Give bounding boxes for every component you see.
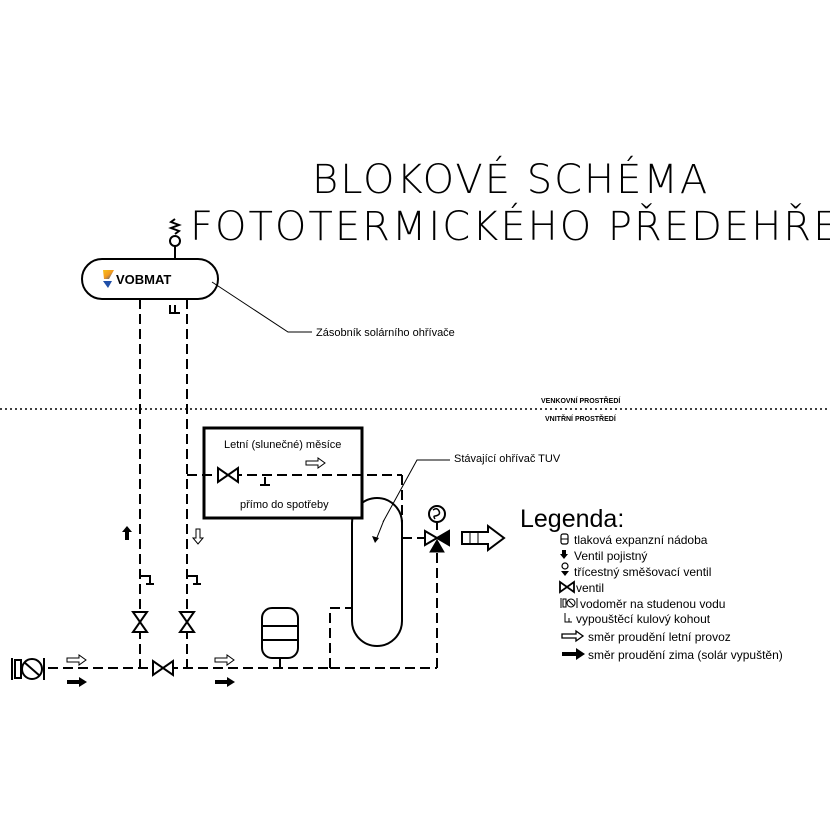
riser-drain-right-icon bbox=[187, 575, 201, 585]
legend-label-valve: ventil bbox=[576, 581, 604, 595]
title-line-2: FOTOTERMICKÉHO PŘEDEHŘEVU bbox=[190, 202, 830, 250]
safety-valve-icon bbox=[560, 550, 568, 559]
up-flow-arrow-icon bbox=[122, 526, 132, 540]
riser-valve-right-icon bbox=[178, 611, 196, 633]
legend-item-summer-flow: směr proudění letní provoz bbox=[561, 629, 731, 644]
solid-arrow-icon bbox=[562, 648, 585, 660]
legend-label-water-meter: vodoměr na studenou vodu bbox=[580, 597, 725, 611]
legend-label-summer-flow: směr proudění letní provoz bbox=[588, 630, 731, 644]
legend-label-drain-cock: vypouštěcí kulový kohout bbox=[576, 612, 711, 626]
drain-cock-icon bbox=[564, 613, 572, 623]
existing-water-heater bbox=[351, 497, 403, 647]
bypass-valve-icon bbox=[152, 659, 174, 677]
riser-drain-left-icon bbox=[140, 575, 154, 585]
legend-label-mixing-valve: třícestný směšovací ventil bbox=[574, 565, 711, 579]
outline-arrow-icon bbox=[561, 629, 585, 643]
vobmat-logo: VOBMAT bbox=[103, 270, 171, 288]
tank-callout-label: Zásobník solárního ohřívače bbox=[316, 327, 455, 339]
hot-water-outlet-arrow bbox=[461, 524, 506, 552]
summer-box-title: Letní (slunečné) měsíce bbox=[224, 439, 341, 451]
summer-arrow-main-2 bbox=[214, 654, 235, 666]
tank-drain-icon bbox=[169, 305, 180, 314]
summer-valve-icon bbox=[217, 466, 239, 484]
legend-item-valve: ventil bbox=[559, 580, 604, 595]
winter-arrow-main-2 bbox=[215, 677, 235, 687]
three-way-mixing-valve bbox=[424, 505, 450, 553]
zone-outdoor-label: VENKOVNÍ PROSTŘEDÍ bbox=[541, 396, 621, 405]
legend-item-expansion-vessel: tlaková expanzní nádoba bbox=[560, 533, 708, 547]
legend-item-mixing-valve: třícestný směšovací ventil bbox=[561, 562, 711, 579]
summer-drain-icon bbox=[260, 477, 270, 486]
winter-arrow-main-1 bbox=[67, 677, 87, 687]
legend-item-drain-cock: vypouštěcí kulový kohout bbox=[564, 612, 711, 626]
expansion-vessel bbox=[261, 607, 299, 668]
zone-indoor-label: VNITŘNÍ PROSTŘEDÍ bbox=[545, 414, 617, 423]
tank-body bbox=[81, 258, 219, 300]
tank-valve-icon bbox=[169, 235, 181, 247]
legend-label-safety-valve: Ventil pojistný bbox=[574, 549, 647, 563]
three-way-mixing-valve-icon bbox=[561, 562, 569, 570]
water-meter-icon bbox=[560, 598, 578, 608]
valve-icon bbox=[559, 580, 575, 594]
heater-callout-line bbox=[382, 459, 450, 523]
legend-item-water-meter: vodoměr na studenou vodu bbox=[560, 597, 725, 611]
tank-callout-line bbox=[211, 281, 312, 333]
legend-item-safety-valve: Ventil pojistný bbox=[560, 549, 647, 563]
legend-label-winter-flow: směr proudění zima (solár vypuštěn) bbox=[588, 648, 783, 662]
heater-callout-label: Stávající ohřívač TUV bbox=[454, 453, 561, 465]
legend-label-expansion-vessel: tlaková expanzní nádoba bbox=[574, 533, 708, 547]
solar-storage-tank: VOBMAT bbox=[81, 218, 219, 314]
down-flow-arrow-icon bbox=[191, 528, 205, 545]
safety-spring-icon bbox=[168, 218, 182, 235]
summer-box-arrow-icon bbox=[305, 457, 326, 469]
legend-item-winter-flow: směr proudění zima (solár vypuštěn) bbox=[562, 648, 783, 662]
riser-valve-left-icon bbox=[131, 611, 149, 633]
water-meter-icon bbox=[11, 658, 45, 680]
title-line-1: BLOKOVÉ SCHÉMA bbox=[312, 155, 709, 203]
summer-arrow-main-1 bbox=[66, 654, 87, 666]
logo-text: VOBMAT bbox=[116, 272, 171, 287]
summer-box-subtitle: přímo do spotřeby bbox=[240, 499, 329, 511]
legend-title: Legenda: bbox=[520, 505, 624, 533]
